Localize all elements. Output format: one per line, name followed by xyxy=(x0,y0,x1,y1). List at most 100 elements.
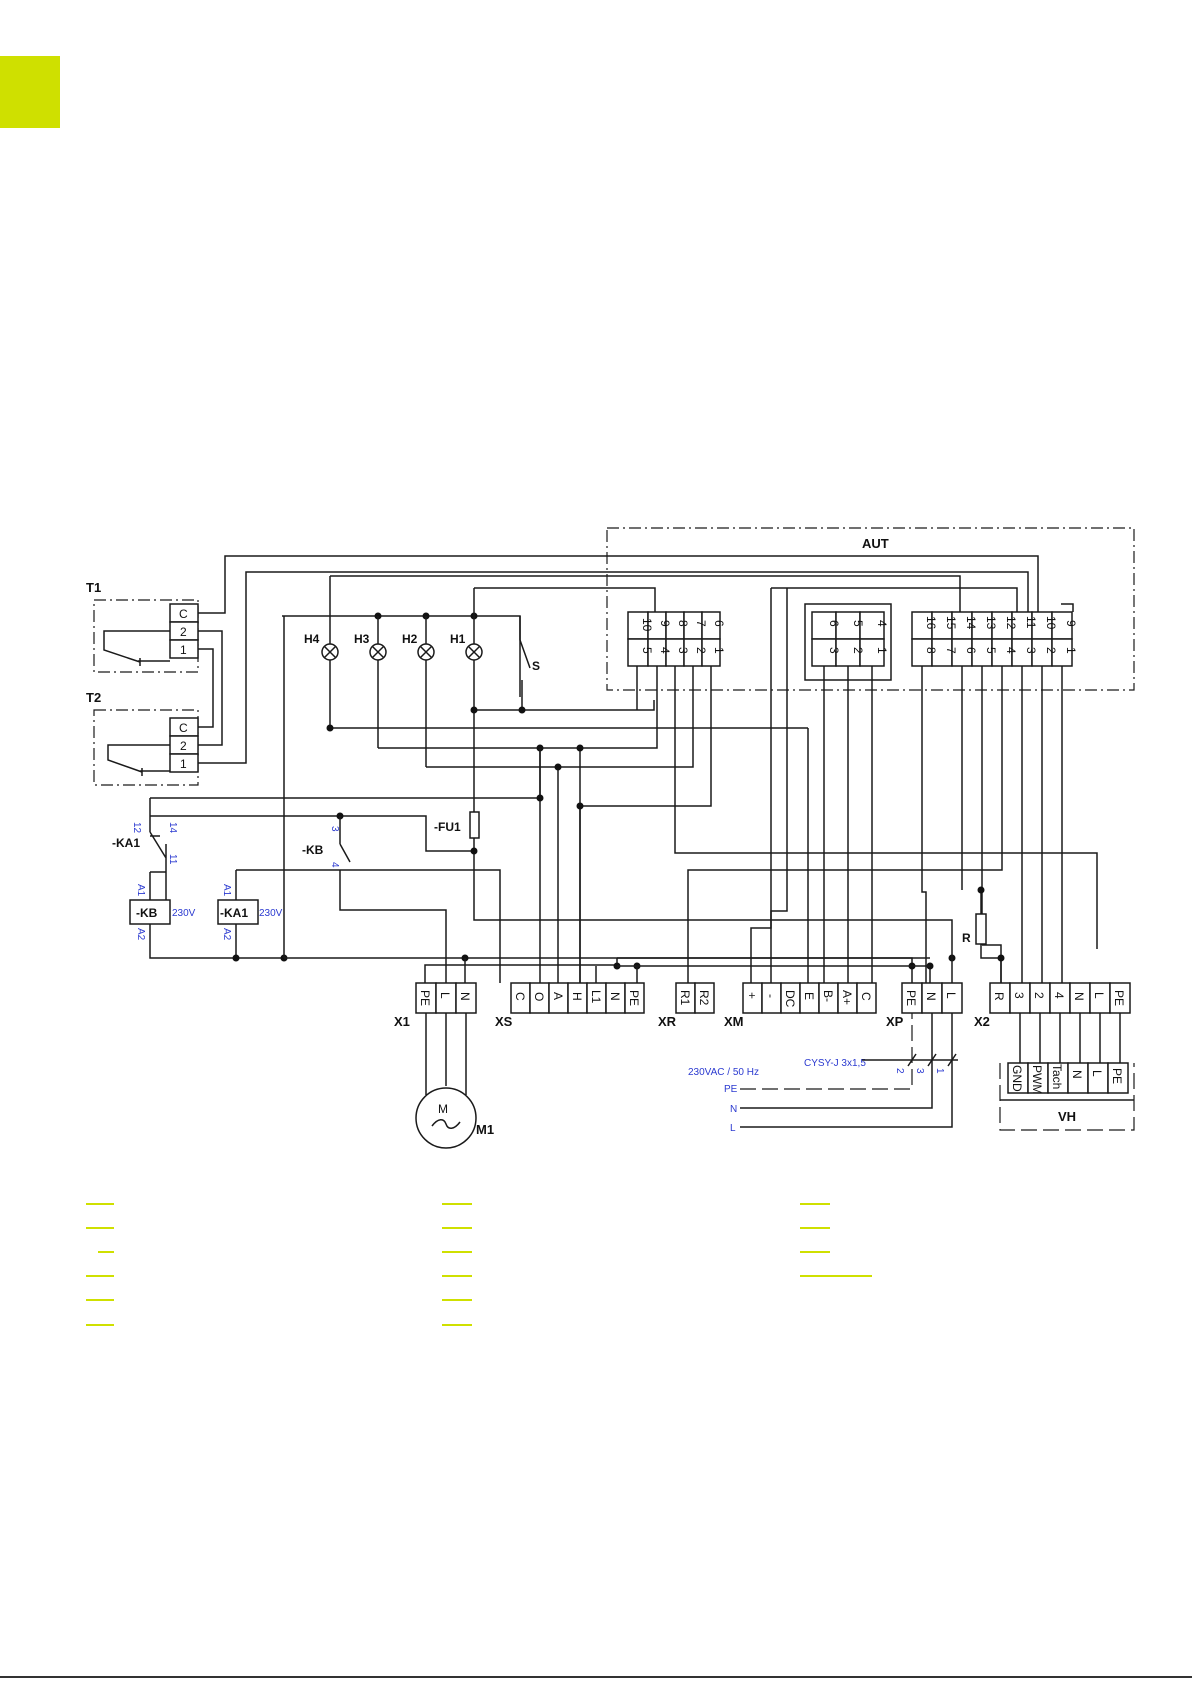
svg-text:E: E xyxy=(802,992,816,1000)
svg-text:5: 5 xyxy=(851,620,865,627)
svg-text:3: 3 xyxy=(1012,992,1026,999)
label-xs: XS xyxy=(495,1014,513,1029)
label-ka1-contact: -KA1 xyxy=(112,836,140,850)
svg-text:L: L xyxy=(944,992,958,999)
lamp-h2-icon xyxy=(417,616,435,767)
label-x2: X2 xyxy=(974,1014,990,1029)
label-kb-coil: -KB xyxy=(136,906,158,920)
svg-text:8: 8 xyxy=(676,620,690,627)
label-xm: XM xyxy=(724,1014,744,1029)
svg-text:Tach: Tach xyxy=(1050,1064,1064,1089)
svg-text:6: 6 xyxy=(964,647,978,654)
svg-text:3: 3 xyxy=(1024,647,1038,654)
switch-s-icon xyxy=(470,616,655,714)
coil-ka1 xyxy=(217,869,501,983)
svg-text:L1: L1 xyxy=(589,990,603,1004)
terminal-block-b: 6 5 4 3 2 1 xyxy=(804,603,892,681)
svg-text:9: 9 xyxy=(658,620,672,627)
svg-text:-: - xyxy=(764,994,778,998)
svg-text:15: 15 xyxy=(944,616,958,630)
svg-text:N: N xyxy=(730,1104,737,1115)
svg-text:2: 2 xyxy=(180,739,187,753)
label-ka1-coil: -KA1 xyxy=(220,906,248,920)
svg-text:PWM: PWM xyxy=(1030,1065,1044,1094)
svg-text:9: 9 xyxy=(1064,620,1078,627)
terminal-strip-x1: PE L N xyxy=(415,982,477,1014)
svg-text:6: 6 xyxy=(827,620,841,627)
svg-text:2: 2 xyxy=(894,1068,905,1074)
svg-text:4: 4 xyxy=(329,862,340,868)
terminal-strip-x2: R 3 2 4 N L PE xyxy=(989,982,1131,1014)
corner-color-tab xyxy=(0,56,60,128)
resistor-r-icon xyxy=(975,890,1002,983)
thermostat-t1: T1 C 2 1 xyxy=(86,580,199,673)
label-t2: T2 xyxy=(86,690,101,705)
label-fu1: -FU1 xyxy=(434,820,461,834)
svg-text:10: 10 xyxy=(640,618,654,632)
legend-lines xyxy=(86,1203,872,1326)
svg-text:3: 3 xyxy=(827,647,841,654)
svg-text:4: 4 xyxy=(1052,992,1066,999)
svg-text:C: C xyxy=(179,721,188,735)
svg-text:C: C xyxy=(859,992,873,1001)
lamps: H4 H3 H2 H1 xyxy=(282,588,521,812)
label-h3: H3 xyxy=(354,632,370,646)
svg-text:+: + xyxy=(745,992,759,999)
svg-text:L: L xyxy=(1092,992,1106,999)
svg-text:2: 2 xyxy=(180,625,187,639)
svg-text:2: 2 xyxy=(851,647,865,654)
svg-text:1: 1 xyxy=(934,1068,945,1074)
svg-text:230V: 230V xyxy=(259,908,283,919)
svg-text:13: 13 xyxy=(984,616,998,630)
lamp-h1-icon xyxy=(465,588,483,812)
supply-voltage: 230VAC / 50 Hz xyxy=(688,1067,759,1078)
svg-text:A2: A2 xyxy=(221,928,232,941)
power-supply: 230VAC / 50 Hz CYSY-J 3x1,5 PE N L 2 3 1 xyxy=(688,1013,958,1134)
label-h1: H1 xyxy=(450,632,466,646)
svg-text:1: 1 xyxy=(1064,647,1078,654)
label-xp: XP xyxy=(886,1014,904,1029)
svg-text:R1: R1 xyxy=(678,990,692,1006)
svg-text:5: 5 xyxy=(640,647,654,654)
terminal-block-a: 10 9 8 7 6 5 4 3 2 1 xyxy=(627,611,726,667)
terminal-strip-xp: PE N L xyxy=(901,982,963,1014)
svg-text:1: 1 xyxy=(180,757,187,771)
svg-text:A+: A+ xyxy=(840,990,854,1005)
svg-text:DC: DC xyxy=(783,990,797,1008)
svg-text:PE: PE xyxy=(904,990,918,1006)
svg-text:230V: 230V xyxy=(172,908,196,919)
svg-text:C: C xyxy=(179,607,188,621)
svg-text:4: 4 xyxy=(1004,647,1018,654)
svg-text:PE: PE xyxy=(1112,990,1126,1006)
svg-text:L: L xyxy=(730,1123,736,1134)
svg-text:3: 3 xyxy=(914,1068,925,1074)
svg-text:1: 1 xyxy=(875,647,889,654)
svg-text:A2: A2 xyxy=(135,928,146,941)
svg-text:PE: PE xyxy=(724,1084,738,1095)
svg-text:N: N xyxy=(1070,1070,1084,1079)
svg-text:7: 7 xyxy=(944,647,958,654)
accent-block xyxy=(0,56,60,128)
lamp-h4-icon xyxy=(321,597,339,728)
module-vh: GND PWM Tach N L PE xyxy=(999,1062,1135,1131)
label-t1: T1 xyxy=(86,580,101,595)
lamp-h3-icon xyxy=(369,616,387,748)
svg-text:12: 12 xyxy=(131,822,142,834)
svg-text:3: 3 xyxy=(329,826,340,832)
label-h4: H4 xyxy=(304,632,320,646)
svg-text:10: 10 xyxy=(1044,616,1058,630)
svg-text:5: 5 xyxy=(984,647,998,654)
aut-enclosure xyxy=(606,527,1135,691)
terminal-strip-xs: C O A H L1 N PE xyxy=(510,982,645,1014)
svg-text:C: C xyxy=(513,992,527,1001)
footer-rule xyxy=(0,1676,1192,1678)
label-xr: XR xyxy=(658,1014,677,1029)
label-m1: M1 xyxy=(476,1122,494,1137)
svg-text:PE: PE xyxy=(418,990,432,1006)
svg-text:2: 2 xyxy=(694,647,708,654)
svg-text:R2: R2 xyxy=(697,990,711,1006)
svg-text:7: 7 xyxy=(694,620,708,627)
svg-text:2: 2 xyxy=(1044,647,1058,654)
label-r: R xyxy=(962,931,971,945)
